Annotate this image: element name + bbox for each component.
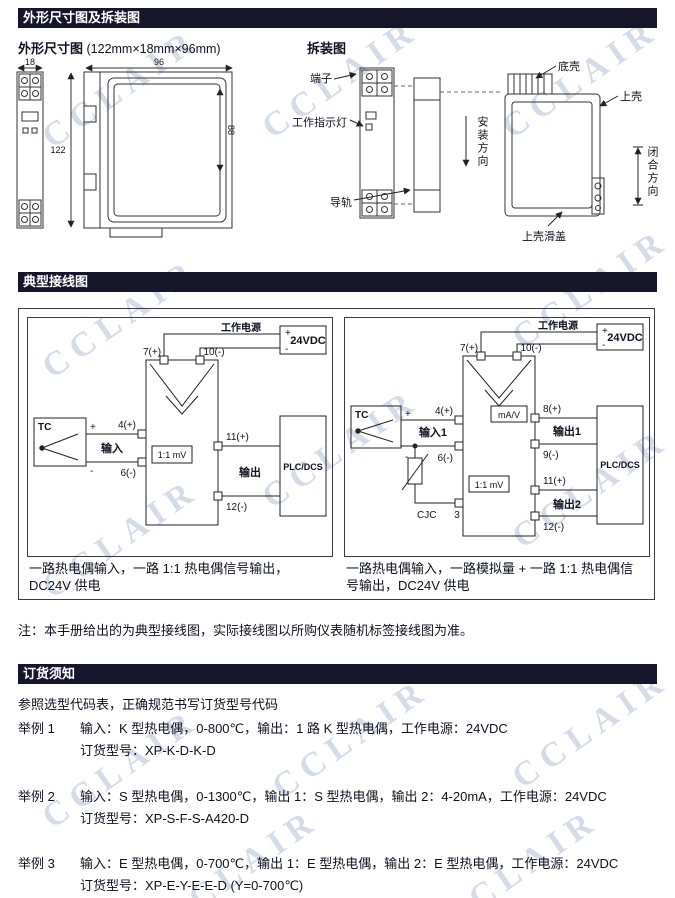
disassembly-drawing-svg	[333, 65, 643, 227]
label-close-direction: 闭合方向	[646, 146, 658, 198]
example-3-label: 举例 3	[18, 856, 55, 871]
d2-terminal-12: 12(-)	[543, 522, 564, 533]
d1-terminal-6: 6(-)	[120, 468, 136, 479]
dimension-texts: 18 96 122 88	[25, 57, 236, 155]
example-2-model: 订货型号：XP-S-F-S-A420-D	[80, 811, 250, 826]
section-header-ordering: 订货须知	[18, 664, 657, 684]
label-indicator: 工作指示灯	[292, 117, 347, 129]
d2-mv-label: 1:1 mV	[475, 480, 504, 490]
din-rail-shapes	[413, 77, 441, 213]
d1-input-label: 输入	[101, 441, 123, 455]
d1-shapes	[33, 325, 327, 526]
d1-plus-vdc: +	[285, 328, 291, 339]
d2-input1-label: 输入1	[419, 425, 447, 439]
d2-texts: + - 24VDC 工作电源 7(+) 10(-) TC + - 4(+) 6(…	[355, 319, 643, 533]
d1-terminal-11: 11(+)	[226, 432, 249, 443]
module-bottom-shell-shapes	[359, 67, 395, 219]
d1-terminal-7: 7(+)	[143, 347, 161, 358]
example-1-model: 订货型号：XP-K-D-K-D	[80, 743, 216, 758]
d2-minus-vdc: -	[602, 340, 605, 351]
d2-plus-vdc: +	[602, 326, 608, 337]
watermark: CCLAIR	[435, 801, 606, 898]
side-view-shapes	[67, 64, 233, 238]
dimension-drawing-svg: 18 96 122 88	[16, 57, 236, 238]
wiring-caption-1: 一路热电偶输入，一路 1:1 热电偶信号输出，DC24V 供电	[29, 561, 289, 593]
label-terminal: 端子	[310, 73, 332, 85]
dimension-size: (122mm×18mm×96mm)	[86, 42, 221, 56]
example-1-label: 举例 1	[18, 721, 55, 736]
wiring-caption-2: 一路热电偶输入，一路模拟量 + 一路 1:1 热电偶信号输出，DC24V 供电	[346, 561, 634, 593]
wiring-note: 注：本手册给出的为典型接线图，实际接线图以所购仪表随机标签接线图为准。	[18, 623, 474, 638]
example-2-label: 举例 2	[18, 789, 55, 804]
label-rail: 导轨	[330, 197, 352, 209]
example-1-desc: 输入：K 型热电偶，0-800℃，输出：1 路 K 型热电偶，工作电源：24VD…	[80, 721, 508, 736]
dimension-title-row: 外形尺寸图 (122mm×18mm×96mm)	[18, 38, 221, 57]
example-2-desc: 输入：S 型热电偶，0-1300℃，输出 1：S 型热电偶，输出 2：4-20m…	[80, 789, 607, 804]
label-bottom-shell: 底壳	[558, 61, 580, 73]
example-3-desc: 输入：E 型热电偶，0-700℃，输出 1：E 型热电偶，输出 2：E 型热电偶…	[80, 856, 619, 871]
d2-cjc-terminal: 3	[454, 510, 460, 521]
wiring-diagram-2-svg: + - 24VDC 工作电源 7(+) 10(-) TC + - 4(+) 6(…	[350, 319, 644, 537]
d2-terminal-10: 10(-)	[520, 343, 541, 354]
ordering-intro: 参照选型代码表，正确规范书写订货型号代码	[18, 697, 279, 712]
d2-tc-label: TC	[355, 410, 368, 421]
dim-96: 96	[154, 57, 164, 67]
d1-plc-label: PLC/DCS	[283, 462, 323, 472]
label-top-shell: 上壳	[620, 91, 642, 103]
d2-terminal-6: 6(-)	[437, 453, 453, 464]
d1-terminal-10: 10(-)	[203, 347, 224, 358]
section-header-wiring: 典型接线图	[18, 272, 657, 292]
d2-cjc-label: CJC	[417, 510, 436, 521]
assembly-guide-lines	[394, 85, 503, 205]
dimension-title: 外形尺寸图	[18, 41, 84, 56]
wiring-diagram-1-svg: + - 24VDC 工作电源 7(+) 10(-) TC + - 4(+) 6(…	[33, 321, 327, 526]
d1-minus-tc: -	[90, 466, 93, 477]
d1-plus-tc: +	[90, 422, 96, 433]
label-slide-cover: 上壳滑盖	[522, 231, 566, 243]
d1-power-label: 工作电源	[221, 321, 261, 334]
disassembly-drawing: 端子 工作指示灯 导轨 底壳 上壳 安装方向 闭合方向 上壳滑盖	[290, 52, 660, 252]
d2-output1-label: 输出1	[553, 424, 581, 438]
wiring-diagram-1: + - 24VDC 工作电源 7(+) 10(-) TC + - 4(+) 6(…	[27, 317, 333, 557]
example-3-model: 订货型号：XP-E-Y-E-E-D (Y=0-700℃)	[80, 878, 304, 893]
d2-terminal-7: 7(+)	[460, 343, 478, 354]
d1-texts: + - 24VDC 工作电源 7(+) 10(-) TC + - 4(+) 6(…	[38, 321, 326, 513]
d2-output2-label: 输出2	[553, 497, 581, 511]
d1-vdc-label: 24VDC	[290, 335, 326, 347]
section-header-dimensions: 外形尺寸图及拆装图	[18, 8, 657, 28]
d1-tc-label: TC	[38, 422, 51, 433]
d2-terminal-9: 9(-)	[543, 450, 559, 461]
d2-mav-label: mA/V	[498, 410, 520, 420]
d1-terminal-4: 4(+)	[118, 420, 136, 431]
d1-mv-label: 1:1 mV	[158, 450, 187, 460]
d2-minus-tc: -	[405, 452, 408, 463]
d1-terminal-12: 12(-)	[226, 502, 247, 513]
d2-plus-tc: +	[405, 409, 411, 420]
d2-terminal-11: 11(+)	[543, 476, 566, 487]
d2-terminal-8: 8(+)	[543, 404, 561, 415]
wiring-diagram-2: + - 24VDC 工作电源 7(+) 10(-) TC + - 4(+) 6(…	[344, 317, 650, 557]
d2-terminal-4: 4(+)	[435, 406, 453, 417]
module-top-shell-shapes	[504, 73, 605, 217]
dim-18: 18	[25, 57, 35, 67]
front-view-shapes	[16, 64, 44, 229]
d2-power-label: 工作电源	[538, 319, 578, 332]
dim-88: 88	[226, 125, 236, 135]
wiring-diagrams-frame: + - 24VDC 工作电源 7(+) 10(-) TC + - 4(+) 6(…	[18, 308, 655, 600]
dim-122: 122	[50, 145, 65, 155]
disassembly-title: 拆装图	[307, 41, 347, 56]
label-install-direction: 安装方向	[476, 116, 488, 168]
d2-plc-label: PLC/DCS	[600, 460, 640, 470]
d2-shapes	[350, 323, 644, 537]
leader-arrows	[333, 65, 643, 227]
d1-output-label: 输出	[239, 465, 261, 479]
d2-vdc-label: 24VDC	[607, 332, 643, 344]
dimension-drawing: 18 96 122 88	[14, 56, 304, 251]
d1-minus-vdc: -	[285, 344, 288, 355]
